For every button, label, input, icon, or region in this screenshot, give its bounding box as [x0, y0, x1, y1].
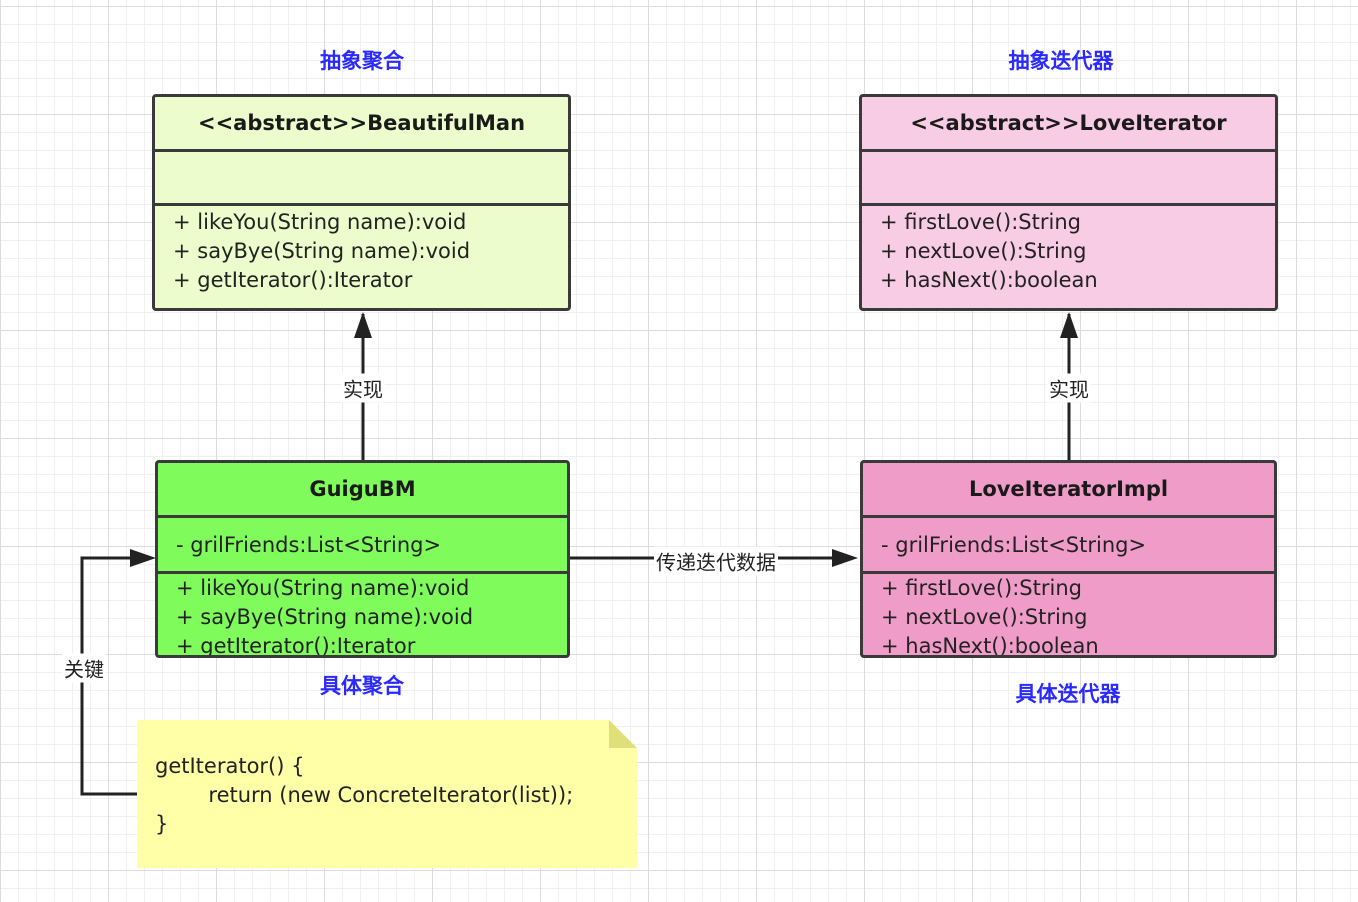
class-love-iterator[interactable]: <<abstract>>LoveIterator + firstLove():S… — [859, 94, 1278, 311]
attribute-compartment — [862, 152, 1275, 206]
edge-label-implement-right: 实现 — [1047, 373, 1091, 403]
class-title: GuiguBM — [158, 463, 567, 518]
attribute-compartment — [155, 152, 568, 206]
method-item: + sayBye(String name):void — [173, 239, 471, 263]
class-beautiful-man[interactable]: <<abstract>>BeautifulMan + likeYou(Strin… — [152, 94, 571, 311]
method-item: + hasNext():boolean — [880, 268, 1098, 292]
attribute-item: - grilFriends:List<String> — [158, 518, 567, 574]
note-line: } — [155, 812, 169, 836]
edge-label-implement-left: 实现 — [341, 373, 385, 403]
code-note[interactable] — [137, 720, 637, 868]
class-title: LoveIteratorImpl — [863, 463, 1274, 518]
class-guigu-bm[interactable]: GuiguBM - grilFriends:List<String> + lik… — [155, 460, 570, 658]
implement-arrowhead-left — [354, 312, 372, 338]
method-item: + nextLove():String — [881, 605, 1088, 629]
section-title-concrete-aggregate: 具体聚合 — [320, 674, 404, 698]
method-item: + firstLove():String — [880, 210, 1081, 234]
attribute-item: - grilFriends:List<String> — [863, 518, 1274, 574]
edge-label-key: 关键 — [62, 653, 106, 683]
edge-label-pass-data: 传递迭代数据 — [654, 546, 778, 576]
class-title: <<abstract>>LoveIterator — [862, 97, 1275, 152]
note-line: getIterator() { — [155, 754, 305, 778]
section-title-concrete-iterator: 具体迭代器 — [1015, 682, 1121, 706]
method-item: + hasNext():boolean — [881, 634, 1099, 658]
method-compartment: + firstLove():String + nextLove():String… — [862, 206, 1275, 295]
method-item: + likeYou(String name):void — [173, 210, 467, 234]
section-title-abstract-aggregate: 抽象聚合 — [320, 49, 404, 73]
method-compartment: + likeYou(String name):void + sayBye(Str… — [155, 206, 568, 295]
method-item: + nextLove():String — [880, 239, 1087, 263]
method-item: + firstLove():String — [881, 576, 1082, 600]
class-title: <<abstract>>BeautifulMan — [155, 97, 568, 152]
method-compartment: + likeYou(String name):void + sayBye(Str… — [158, 574, 567, 658]
section-title-abstract-iterator: 抽象迭代器 — [1008, 49, 1114, 73]
note-line: return (new ConcreteIterator(list)); — [155, 783, 574, 807]
method-item: + likeYou(String name):void — [176, 576, 470, 600]
key-arrowhead — [130, 549, 156, 567]
method-item: + getIterator():Iterator — [176, 634, 416, 658]
note-code: getIterator() { return (new ConcreteIter… — [155, 752, 573, 839]
implement-arrowhead-right — [1060, 312, 1078, 338]
class-love-iterator-impl[interactable]: LoveIteratorImpl - grilFriends:List<Stri… — [860, 460, 1277, 658]
method-item: + getIterator():Iterator — [173, 268, 413, 292]
method-item: + sayBye(String name):void — [176, 605, 474, 629]
pass-data-arrowhead — [832, 549, 858, 567]
method-compartment: + firstLove():String + nextLove():String… — [863, 574, 1274, 658]
